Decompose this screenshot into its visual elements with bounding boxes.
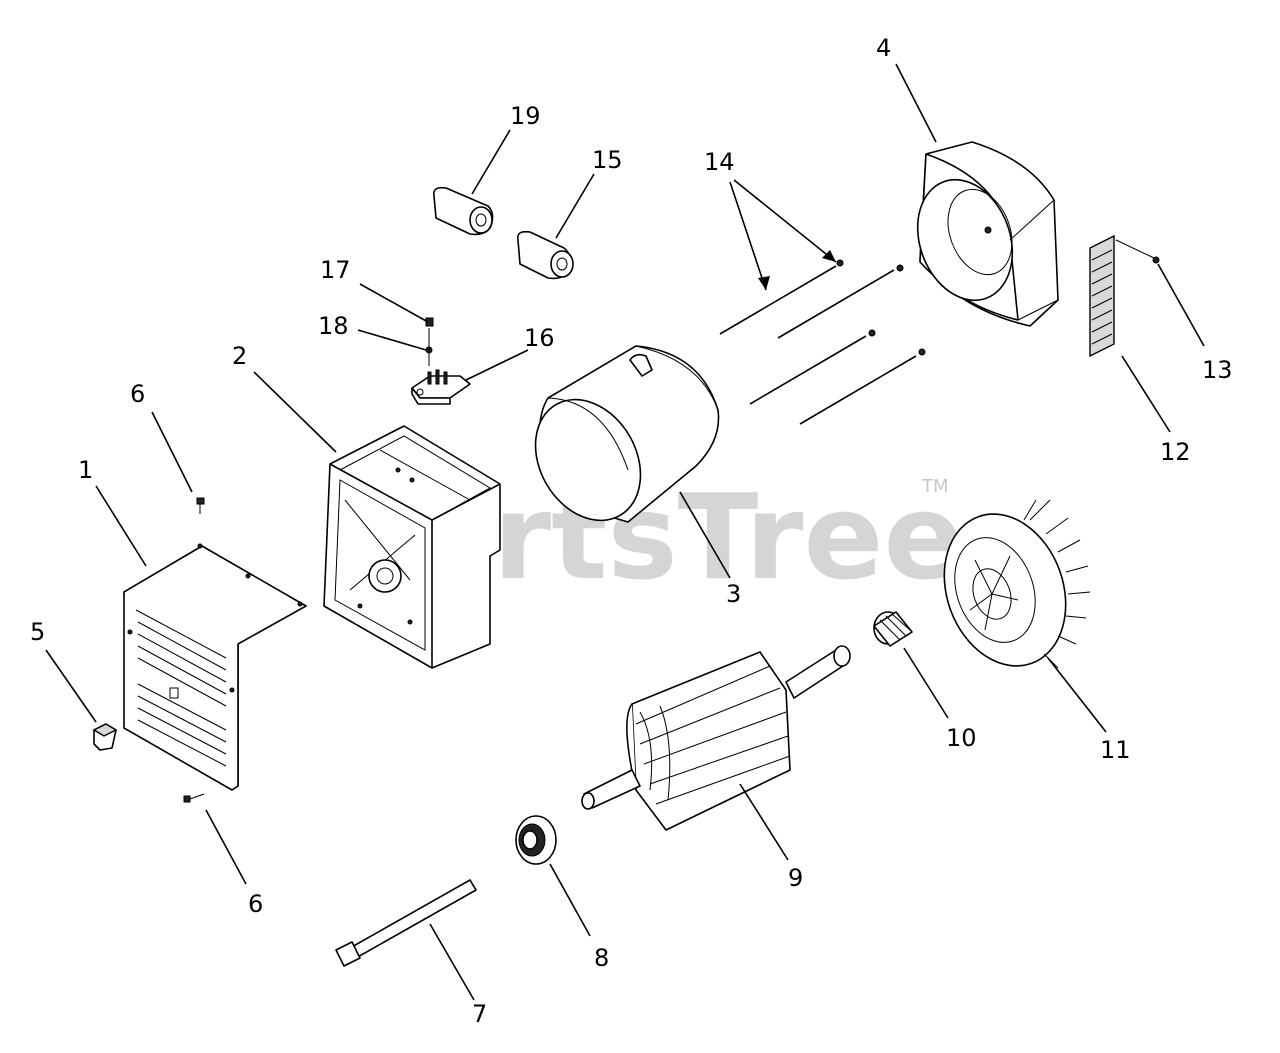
callout-6-top[interactable]: 6: [130, 380, 145, 408]
part-6-screw-bottom[interactable]: [183, 793, 205, 803]
callout-6-bottom[interactable]: 6: [248, 890, 263, 918]
callout-15[interactable]: 15: [592, 146, 623, 174]
callout-10[interactable]: 10: [946, 724, 977, 752]
part-19-spacer[interactable]: [432, 186, 494, 236]
callout-7[interactable]: 7: [472, 1000, 487, 1028]
part-13-screw[interactable]: [1115, 239, 1160, 264]
part-7-rotor-bolt[interactable]: [335, 879, 477, 967]
leader-lines: [45, 63, 1205, 1001]
part-4-front-housing[interactable]: [902, 141, 1059, 327]
part-18-washer[interactable]: [425, 328, 433, 366]
part-6-screw-top[interactable]: [196, 497, 205, 514]
watermark-trademark: TM: [921, 476, 949, 497]
callout-12[interactable]: 12: [1160, 438, 1191, 466]
callout-4[interactable]: 4: [876, 34, 891, 62]
callout-5[interactable]: 5: [30, 618, 45, 646]
part-12-grill[interactable]: [1089, 234, 1115, 358]
part-8-bearing[interactable]: [515, 815, 557, 865]
callout-14[interactable]: 14: [704, 148, 735, 176]
callout-2[interactable]: 2: [232, 342, 247, 370]
callout-3[interactable]: 3: [726, 580, 741, 608]
part-9-rotor[interactable]: [581, 645, 851, 831]
callout-8[interactable]: 8: [594, 944, 609, 972]
callout-11[interactable]: 11: [1100, 736, 1131, 764]
part-15-spacer[interactable]: [516, 230, 574, 280]
callout-17[interactable]: 17: [320, 256, 351, 284]
callout-9[interactable]: 9: [788, 864, 803, 892]
callout-labels: 1 2 3 4 5 6 6 7 8 9 10 11 12 13 14 15 16…: [30, 34, 1233, 1028]
part-17-screw[interactable]: [425, 317, 434, 327]
part-11-fan[interactable]: [924, 497, 1091, 683]
part-5-knob[interactable]: [92, 723, 118, 751]
part-2-rear-housing[interactable]: [323, 425, 501, 669]
callout-1[interactable]: 1: [78, 456, 93, 484]
part-16-terminal-block[interactable]: [411, 369, 471, 405]
callout-13[interactable]: 13: [1202, 356, 1233, 384]
callout-19[interactable]: 19: [510, 102, 541, 130]
callout-16[interactable]: 16: [524, 324, 555, 352]
part-1-end-cover[interactable]: [123, 543, 307, 791]
part-14-through-bolts[interactable]: [719, 259, 926, 425]
part-3-stator[interactable]: [514, 345, 720, 539]
callout-18[interactable]: 18: [318, 312, 349, 340]
part-10-collet[interactable]: [873, 611, 913, 647]
